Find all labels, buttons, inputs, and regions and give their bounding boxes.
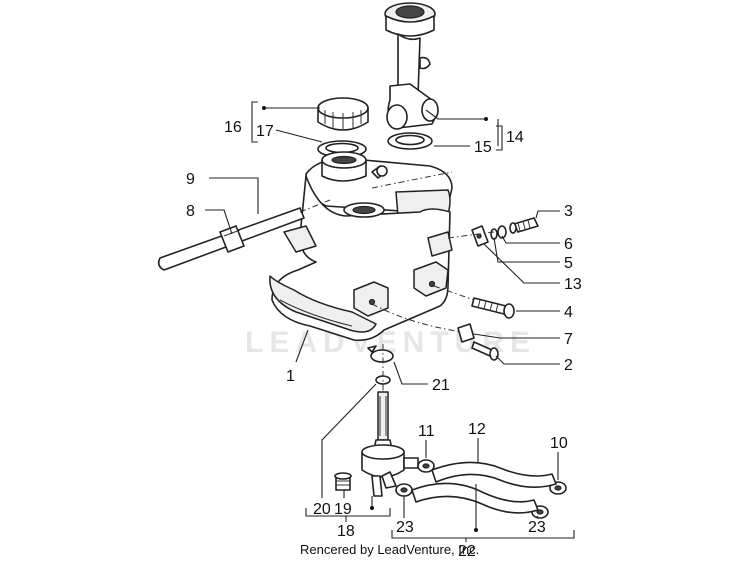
screw-4-part (471, 297, 515, 319)
callout-12: 12 (468, 421, 486, 438)
clip-nut-7-part (457, 323, 475, 343)
callout-11: 11 (418, 423, 435, 440)
fuel-hose-12-part (431, 461, 557, 488)
callout-4: 4 (564, 304, 573, 321)
callout-3: 3 (564, 203, 573, 220)
callout-5: 5 (564, 255, 573, 272)
callout-14: 14 (506, 129, 524, 146)
fuel-tank-part (269, 151, 453, 342)
callout-21: 21 (432, 377, 450, 394)
hose-clamp-11-part (417, 459, 435, 473)
callout-22: 22 (458, 543, 476, 560)
callout-18: 18 (337, 523, 355, 540)
callout-15: 15 (474, 139, 492, 156)
callout-6: 6 (564, 236, 573, 253)
clip-nut-13-part (471, 225, 489, 247)
fuel-hose-22-part (411, 482, 539, 514)
filler-neck-part (384, 2, 439, 130)
callout-23-left: 23 (396, 519, 414, 536)
filter-19-part (334, 472, 352, 491)
callout-2: 2 (564, 357, 573, 374)
seal-ring-15-part (387, 132, 433, 150)
fuel-cap-part (317, 97, 369, 131)
callout-20: 20 (313, 501, 331, 518)
screw-2-part (471, 341, 499, 361)
callout-10: 10 (550, 435, 568, 452)
callout-7: 7 (564, 331, 573, 348)
callout-17: 17 (256, 123, 274, 140)
callout-19: 19 (334, 501, 352, 518)
callout-23-right: 23 (528, 519, 546, 536)
leader-lines (205, 101, 575, 542)
hose-clamp-21-part (367, 345, 394, 363)
breather-hose-part (157, 207, 305, 271)
credit-text: Rencered by LeadVenture, Inc. (300, 542, 479, 557)
washer-6-part (490, 225, 507, 240)
callout-9: 9 (186, 171, 195, 188)
callout-8: 8 (186, 203, 195, 220)
screw-3-part (509, 217, 539, 234)
callout-13: 13 (564, 276, 582, 293)
hose-clamp-23a-part (395, 483, 413, 497)
callout-1: 1 (286, 368, 295, 385)
callout-labels: 1 2 3 4 5 6 7 8 9 10 11 12 13 14 15 16 1… (186, 119, 582, 560)
fuel-tap-20-part (361, 391, 419, 497)
callout-16: 16 (224, 119, 242, 136)
